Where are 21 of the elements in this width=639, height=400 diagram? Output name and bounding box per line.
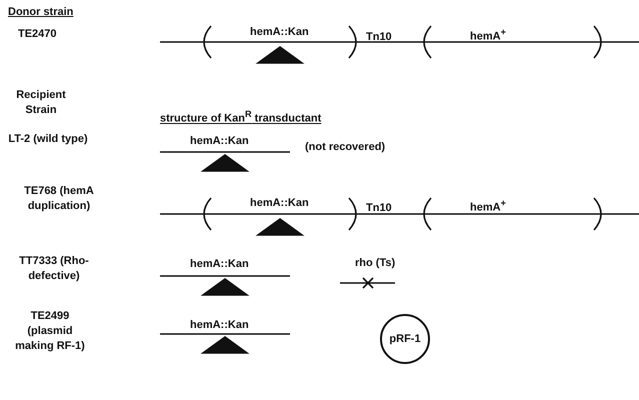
gene-label: hemA::Kan (250, 25, 309, 40)
section-heading: Recipient Strain (15, 88, 67, 118)
note: (not recovered) (305, 140, 386, 155)
strain-name: TE768 (hemA duplication) (23, 184, 95, 214)
gene-label: hemA::Kan (250, 196, 309, 211)
plasmid-label: pRF-1 (389, 332, 421, 346)
strain-name: LT-2 (wild type) (8, 132, 88, 147)
strain-name: TE2470 (18, 27, 57, 42)
gene-label: hemA::Kan (190, 318, 249, 333)
gene-label: rho (Ts) (355, 256, 396, 271)
strain-name: TE2499 (plasmid making RF-1) (14, 309, 86, 354)
section-heading: structure of Kan$^{R}$ transductant (160, 108, 322, 127)
section-heading: Donor strain (8, 5, 74, 20)
gene-label: hemA::Kan (190, 134, 249, 149)
gene-label: Tn10 (366, 201, 392, 216)
gene-label: hemA::Kan (190, 257, 249, 272)
plasmid-circle (380, 314, 430, 364)
strain-name: TT7333 (Rho-defective) (18, 254, 90, 284)
gene-label: hemA$^{+}$ (470, 197, 506, 216)
gene-label: hemA$^{+}$ (470, 26, 506, 45)
gene-label: Tn10 (366, 30, 392, 45)
